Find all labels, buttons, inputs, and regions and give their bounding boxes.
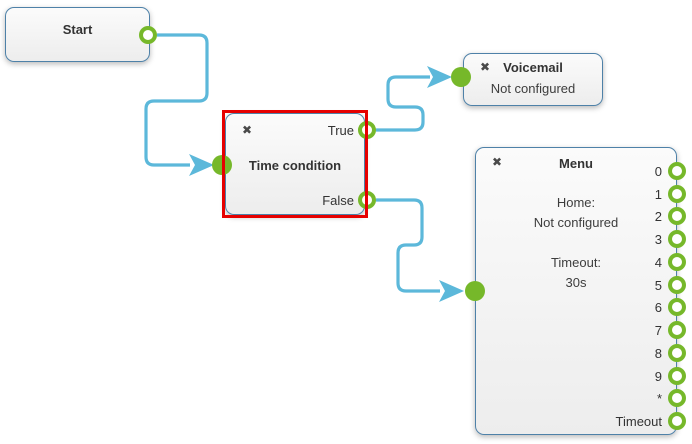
port-menu-out-4[interactable] — [668, 253, 686, 271]
menu-port-label: 4 — [654, 254, 662, 270]
connection-true-to-voicemail — [376, 75, 430, 132]
menu-port-label: 3 — [654, 231, 662, 247]
node-start[interactable]: Start — [5, 7, 150, 62]
port-menu-in[interactable] — [465, 281, 485, 301]
menu-port-row: 3 — [540, 229, 686, 249]
port-menu-out-Timeout[interactable] — [668, 412, 686, 430]
menu-port-label: 2 — [654, 208, 662, 224]
menu-port-label: 9 — [654, 368, 662, 384]
menu-port-row: 7 — [540, 320, 686, 340]
port-menu-out-7[interactable] — [668, 321, 686, 339]
output-label-false: False — [322, 193, 354, 208]
menu-port-label: * — [656, 390, 662, 406]
close-icon[interactable]: ✖ — [479, 60, 491, 74]
menu-port-row: 9 — [540, 366, 686, 386]
port-menu-out-6[interactable] — [668, 298, 686, 316]
close-icon[interactable]: ✖ — [491, 155, 503, 169]
menu-port-row: 5 — [540, 275, 686, 295]
node-menu-title: Menu — [559, 156, 593, 171]
node-voicemail-status: Not configured — [490, 81, 576, 96]
connection-start-to-timecondition — [144, 33, 209, 167]
menu-port-row: 4 — [540, 252, 686, 272]
port-menu-out-0[interactable] — [668, 162, 686, 180]
port-menu-out-9[interactable] — [668, 367, 686, 385]
arrowhead-voicemail-in — [427, 66, 452, 88]
arrowhead-menu-in — [439, 280, 464, 302]
port-menu-out-8[interactable] — [668, 344, 686, 362]
port-menu-out-2[interactable] — [668, 207, 686, 225]
port-voicemail-in[interactable] — [451, 67, 471, 87]
menu-port-label: 8 — [654, 345, 662, 361]
menu-port-row: 2 — [540, 206, 686, 226]
menu-port-row: 0 — [540, 161, 686, 181]
menu-port-row: 1 — [540, 184, 686, 204]
port-menu-out-5[interactable] — [668, 276, 686, 294]
node-voicemail[interactable]: ✖ Voicemail Not configured — [463, 53, 603, 106]
port-start-out[interactable] — [139, 26, 157, 44]
port-timecondition-in[interactable] — [212, 155, 232, 175]
connection-false-to-menu — [376, 198, 440, 293]
close-icon[interactable]: ✖ — [241, 123, 253, 137]
port-menu-out-3[interactable] — [668, 230, 686, 248]
menu-port-row: 8 — [540, 343, 686, 363]
menu-port-label: Timeout — [615, 413, 662, 429]
menu-port-row: 6 — [540, 297, 686, 317]
port-menu-out-*[interactable] — [668, 389, 686, 407]
port-menu-out-1[interactable] — [668, 185, 686, 203]
menu-port-label: 7 — [654, 322, 662, 338]
arrowhead-timecondition-in — [189, 154, 214, 176]
menu-port-row: Timeout — [540, 411, 686, 431]
port-timecondition-true-out[interactable] — [358, 121, 376, 139]
menu-port-label: 5 — [654, 277, 662, 293]
node-start-title: Start — [62, 22, 93, 37]
menu-port-row: * — [540, 388, 686, 408]
node-time-condition-title: Time condition — [248, 158, 342, 173]
menu-port-label: 6 — [654, 299, 662, 315]
node-voicemail-title: Voicemail — [503, 60, 563, 75]
node-menu-body: Home: Not configured Timeout: 30s — [533, 195, 619, 290]
menu-port-label: 1 — [654, 186, 662, 202]
menu-port-label: 0 — [654, 163, 662, 179]
output-label-true: True — [327, 123, 354, 138]
port-timecondition-false-out[interactable] — [358, 191, 376, 209]
